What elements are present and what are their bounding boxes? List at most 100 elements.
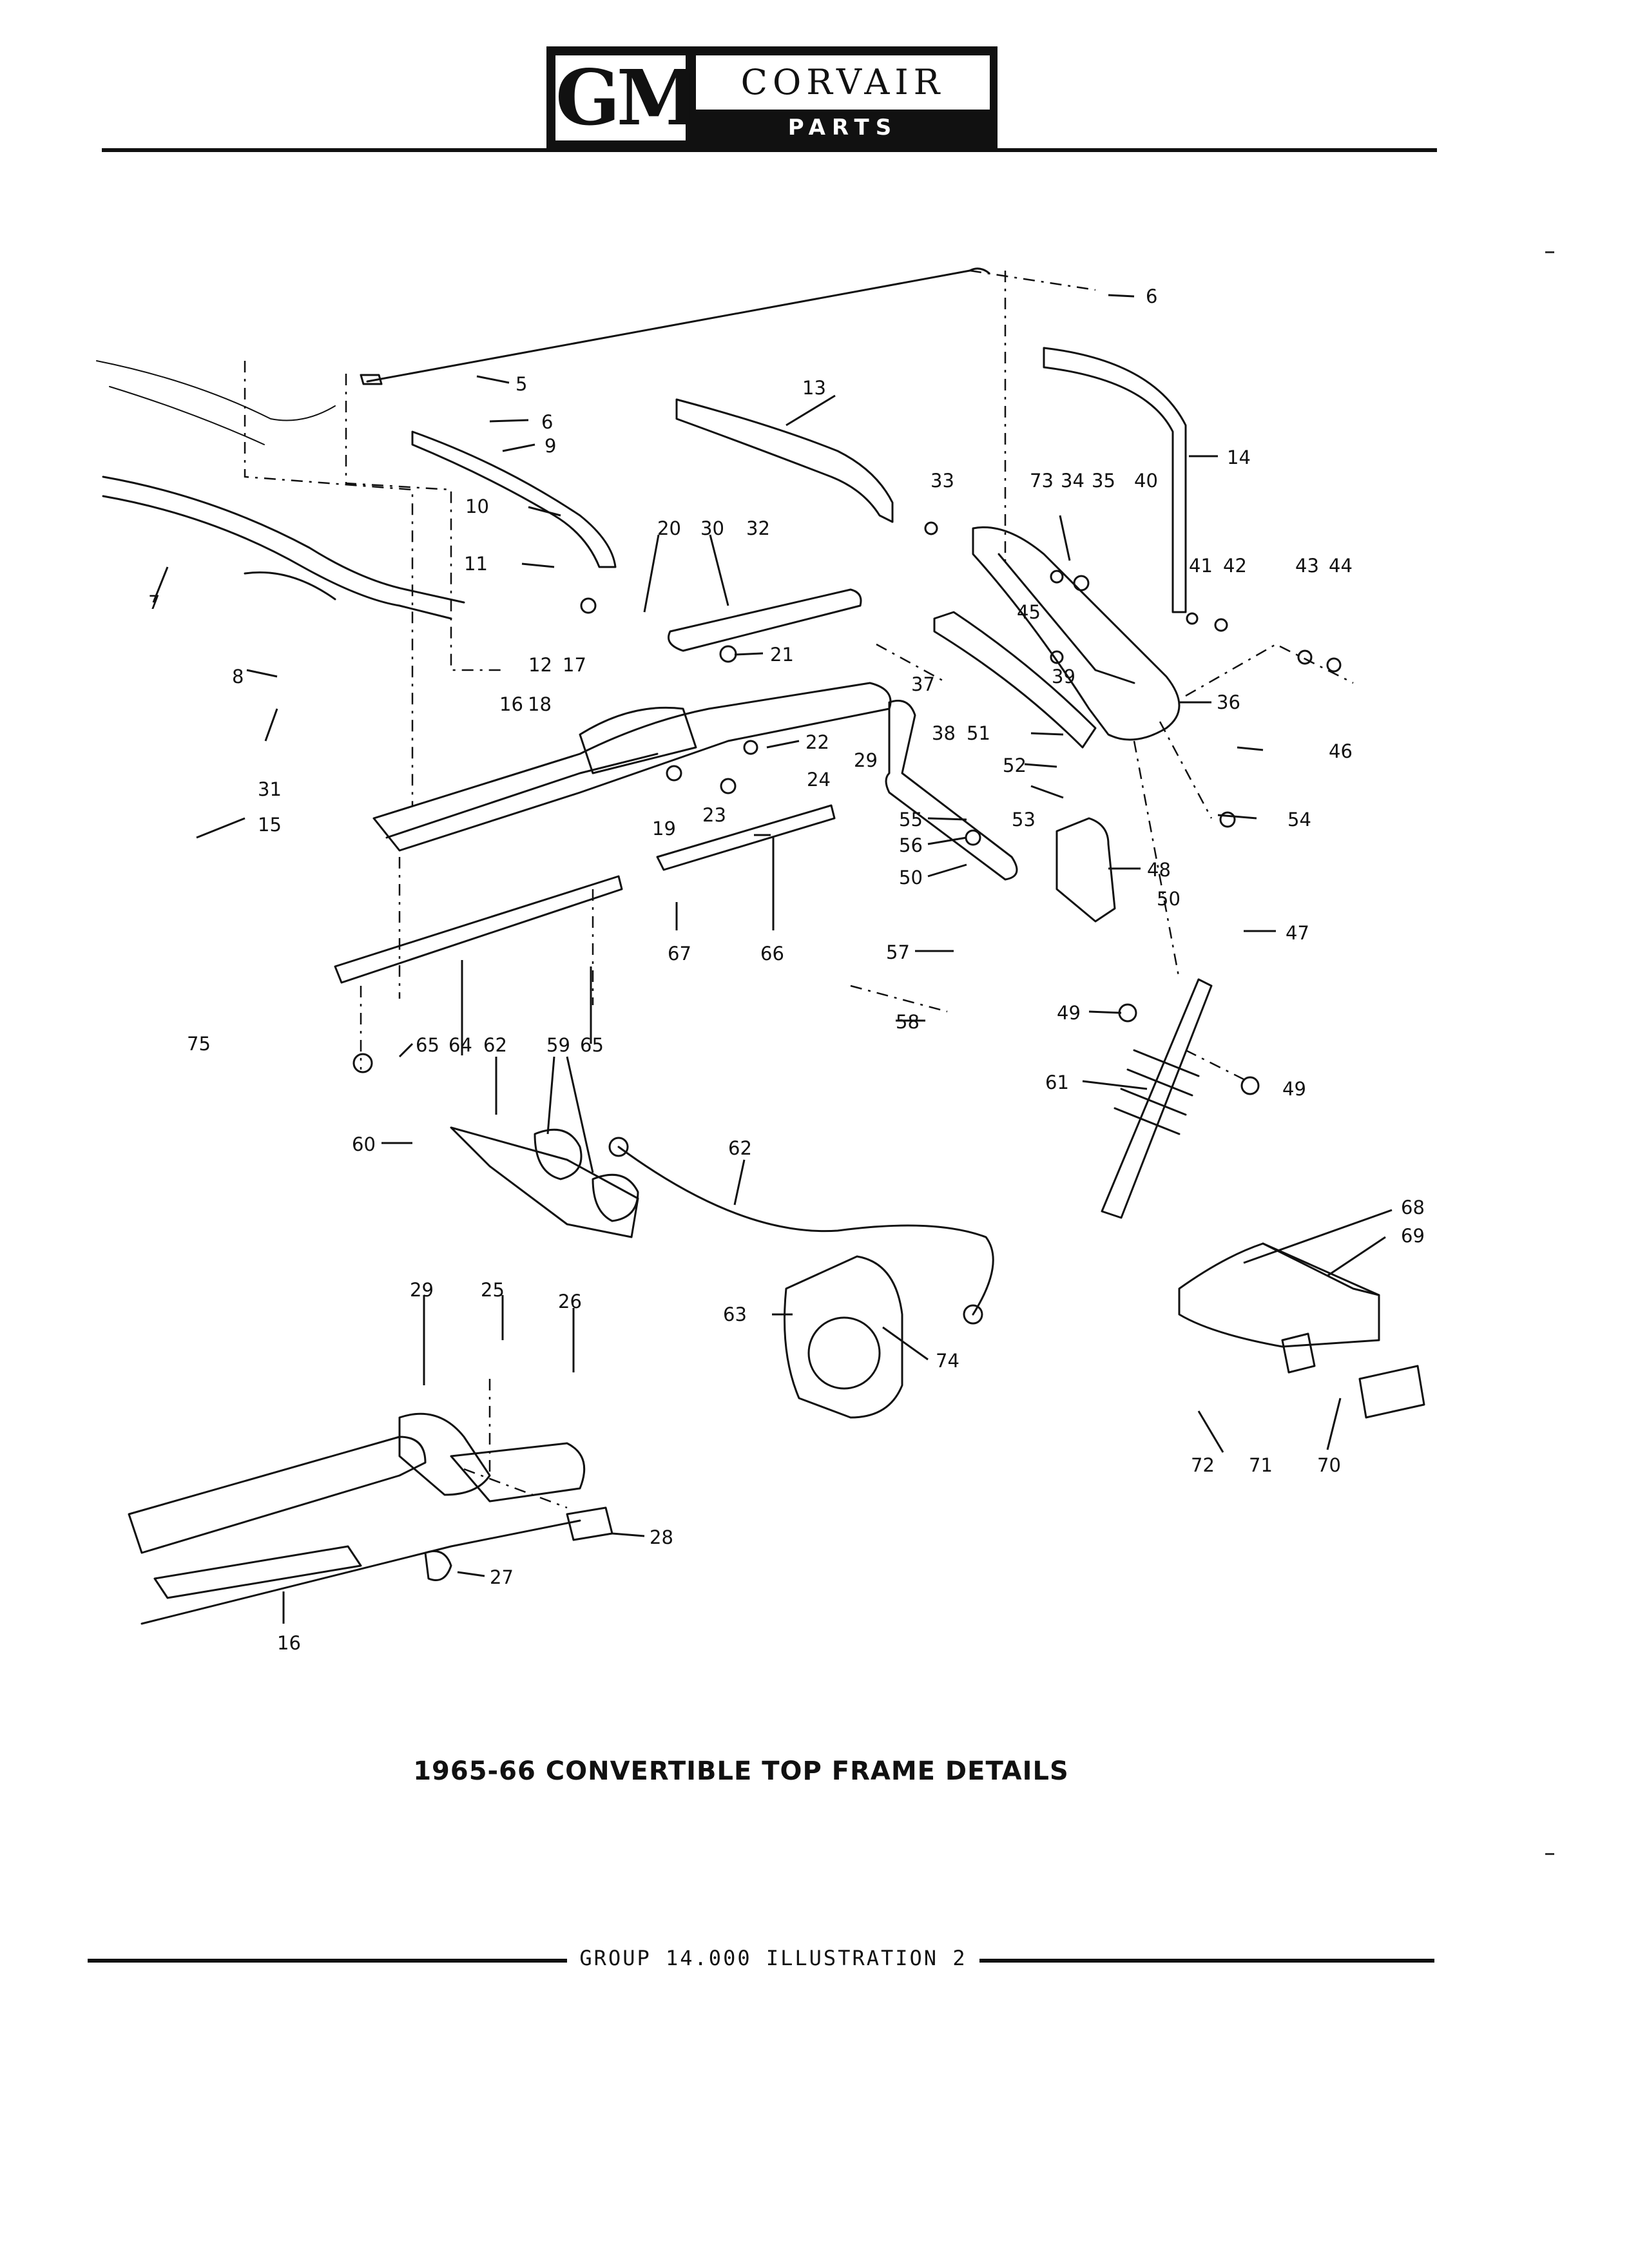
callout-57: 57: [886, 941, 910, 963]
callout-65: 65: [416, 1034, 439, 1056]
callout-71: 71: [1249, 1454, 1273, 1476]
callout-16: 16: [499, 693, 523, 715]
washer-49: [1118, 1003, 1137, 1023]
windshield-frame: [96, 360, 336, 421]
callout-52: 52: [1003, 754, 1027, 776]
footer-rule-right: [979, 1959, 1434, 1963]
callout-59: 59: [546, 1034, 570, 1056]
assembly-line: [969, 269, 1096, 291]
callout-66: 66: [760, 943, 784, 965]
callout-26: 26: [558, 1291, 582, 1312]
leader: [528, 506, 561, 517]
leader: [1030, 785, 1064, 799]
cylinder-spring: [1113, 1049, 1200, 1135]
leader: [1024, 763, 1057, 768]
callout-63: 63: [723, 1303, 747, 1325]
callout-60: 60: [352, 1133, 376, 1155]
leader: [489, 419, 529, 423]
trim-panel-edge: [1262, 1242, 1380, 1296]
callout-23: 23: [702, 804, 726, 826]
washer-43: [1297, 649, 1313, 665]
bar-64: [334, 875, 623, 984]
margin-mark: [1545, 1853, 1554, 1855]
callout-6: 6: [1146, 285, 1157, 307]
callout-37: 37: [911, 673, 935, 695]
leader: [1059, 515, 1071, 561]
callout-5: 5: [516, 373, 527, 395]
frame-36-inner: [998, 553, 1135, 684]
callout-33: 33: [930, 470, 954, 492]
callout-25: 25: [481, 1279, 505, 1301]
callout-30: 30: [700, 517, 724, 539]
exploded-parts-diagram: 6 5 6 9 13 14 10 11 12 17 8 16 18 31 7 1…: [96, 267, 1425, 1654]
nut-21: [719, 645, 737, 663]
callout-67: 67: [668, 943, 691, 965]
assembly-line: [1185, 1049, 1251, 1084]
leader: [927, 863, 967, 878]
leader: [1108, 294, 1135, 298]
callout-74: 74: [936, 1350, 959, 1372]
callout-69: 69: [1401, 1225, 1425, 1247]
bracket-48: [1055, 817, 1116, 923]
gm-corvair-logo: GM CORVAIR PARTS CATALOGUE: [546, 46, 998, 174]
margin-mark: [1545, 251, 1554, 253]
callout-73: 73: [1030, 470, 1054, 492]
motor-body: [534, 1128, 583, 1180]
callout-48: 48: [1147, 859, 1171, 881]
leader: [882, 1326, 929, 1361]
callout-75: 75: [187, 1033, 211, 1055]
strip-66: [656, 804, 836, 871]
callout-56: 56: [899, 834, 923, 856]
washer-34: [1050, 570, 1064, 584]
callout-19: 19: [652, 818, 676, 840]
washer-33: [924, 521, 938, 535]
callout-55: 55: [899, 809, 923, 831]
rear-quarter-frame-36: [972, 526, 1181, 741]
windshield-frame-edge: [109, 386, 265, 445]
hose-fitting-pump: [963, 1304, 983, 1325]
linkage-block: [450, 1442, 586, 1503]
callout-53: 53: [1012, 809, 1036, 831]
callout-45: 45: [1017, 601, 1041, 623]
callout-70: 70: [1317, 1454, 1341, 1476]
leader: [457, 1571, 485, 1577]
gm-logo-text: GM: [553, 53, 700, 143]
callout-27: 27: [490, 1566, 514, 1588]
callout-16: 16: [277, 1632, 301, 1654]
bolt-28: [566, 1506, 613, 1541]
leader: [612, 1532, 645, 1537]
callout-14: 14: [1227, 447, 1251, 468]
callout-61: 61: [1045, 1072, 1069, 1093]
leader: [476, 375, 510, 384]
leader: [502, 443, 535, 452]
leader: [1237, 746, 1264, 751]
callout-11: 11: [464, 553, 488, 575]
footer-rule-left: [88, 1959, 567, 1963]
callout-58: 58: [896, 1011, 920, 1033]
callout-18: 18: [528, 693, 552, 715]
leader: [709, 534, 729, 606]
linkage-arm: [128, 1436, 427, 1554]
leader: [927, 817, 967, 821]
callout-8: 8: [232, 666, 244, 687]
motor-bracket: [450, 1126, 639, 1238]
front-bow-detail: [244, 571, 336, 601]
callout-36: 36: [1217, 691, 1240, 713]
plug-65: [352, 1053, 373, 1073]
nut-35: [1073, 575, 1090, 591]
callout-54: 54: [1287, 809, 1311, 831]
callout-29: 29: [854, 749, 878, 771]
callout-51: 51: [967, 722, 990, 744]
motor-cap: [592, 1173, 639, 1222]
callout-17: 17: [563, 654, 586, 676]
leader: [1217, 814, 1257, 820]
washer-19: [666, 765, 682, 782]
leader: [196, 817, 246, 839]
leader: [1088, 1010, 1122, 1014]
nut-49: [1240, 1076, 1260, 1095]
callout-10: 10: [465, 495, 489, 517]
leader: [766, 740, 800, 749]
leader: [643, 534, 660, 613]
side-rail-16-lower: [140, 1519, 581, 1625]
hydraulic-hose-62: [617, 1146, 994, 1316]
